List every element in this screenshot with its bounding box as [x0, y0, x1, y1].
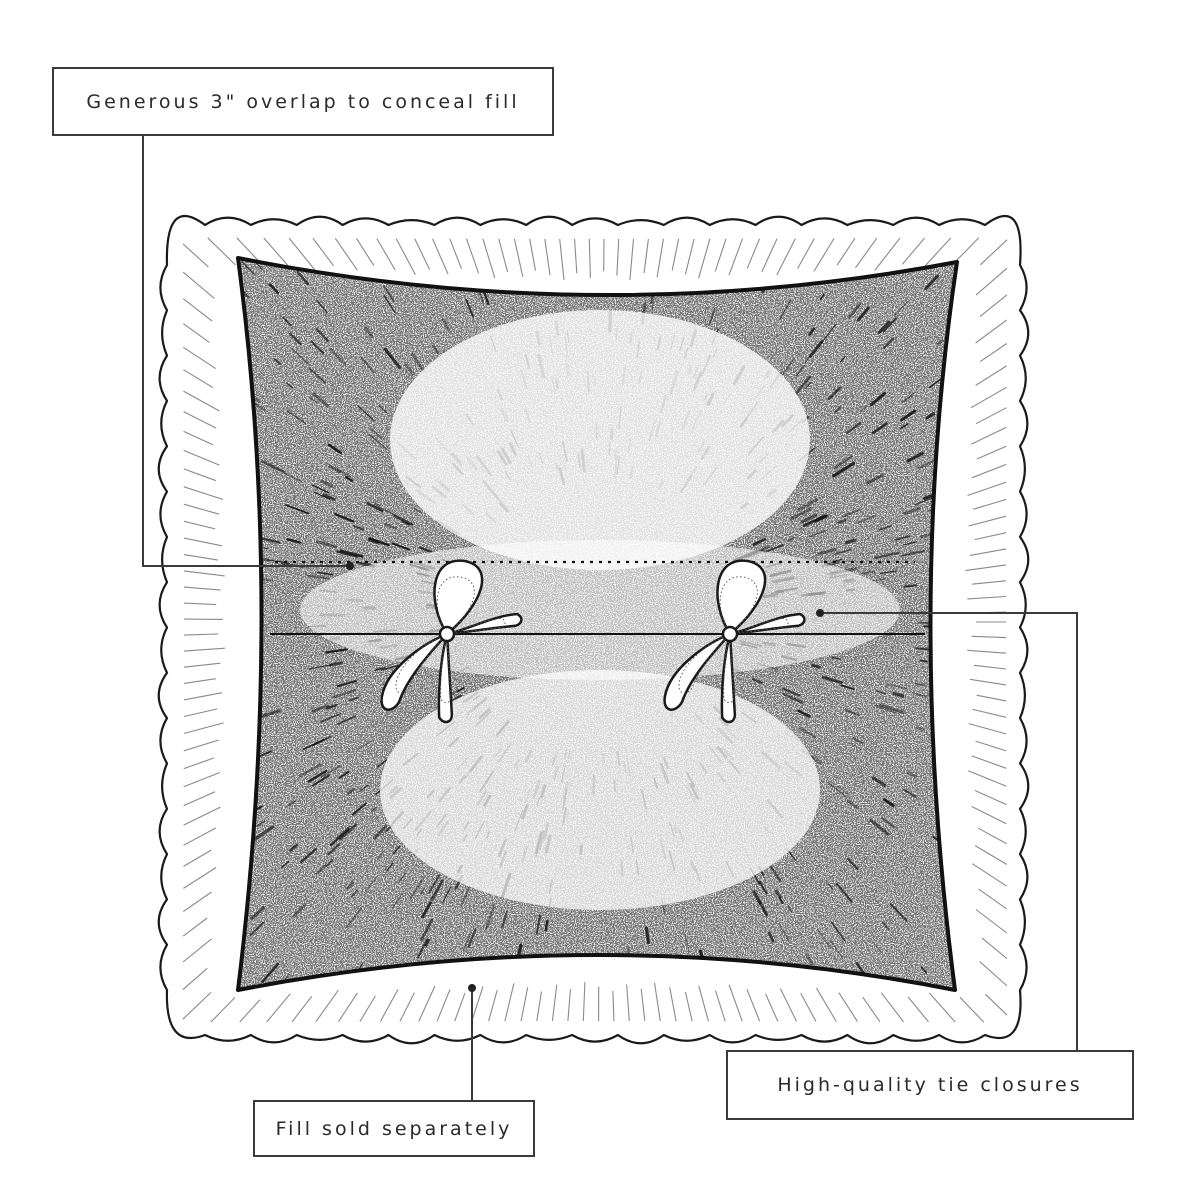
callout-fill-sold-separately: Fill sold separately: [253, 1100, 535, 1157]
callout-overlap: Generous 3" overlap to conceal fill: [52, 67, 554, 136]
leader-dot-ties: [816, 609, 824, 617]
leader-dot-fill: [468, 984, 476, 992]
leader-dot-overlap: [346, 562, 354, 570]
leader-overlap: [142, 136, 348, 567]
pillow-piping: [236, 256, 959, 992]
bow-tie-icon: [380, 559, 523, 724]
bow-tie-icon: [663, 559, 806, 724]
callout-tie-closures: High-quality tie closures: [726, 1050, 1134, 1120]
leader-ties: [820, 612, 1078, 1050]
callout-leaders: [142, 136, 1078, 1100]
pillow-body: [236, 256, 959, 992]
